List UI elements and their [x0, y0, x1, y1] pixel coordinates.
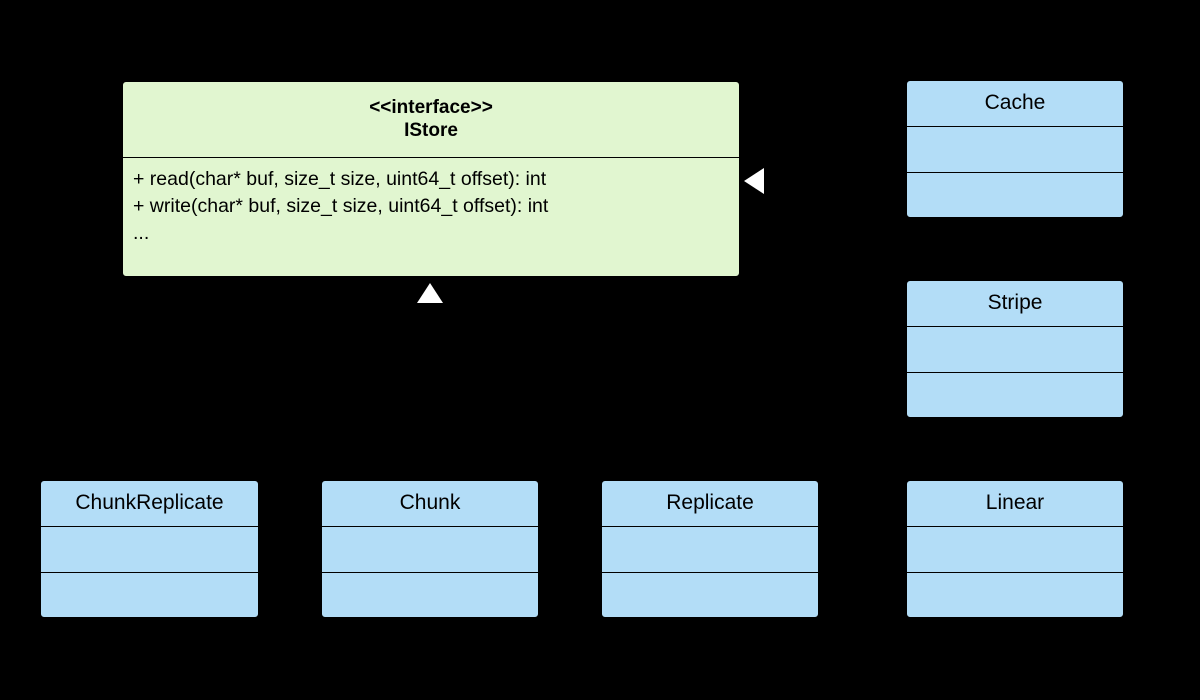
istore-operation-read: + read(char* buf, size_t size, uint64_t …	[133, 168, 547, 190]
cache-divider-2	[907, 171, 1123, 173]
chunkreplicate-divider-1	[41, 526, 258, 528]
stripe-divider-1	[907, 326, 1123, 328]
linear-divider-2	[907, 571, 1123, 573]
replicate-divider-1	[602, 526, 818, 528]
uml-class-stripe[interactable]: Stripe	[906, 280, 1124, 418]
stripe-title-compartment: Stripe	[907, 281, 1123, 326]
uml-class-replicate[interactable]: Replicate	[601, 480, 819, 618]
chunkreplicate-attributes-compartment	[41, 527, 258, 571]
realization-triangle-up-icon	[417, 283, 443, 303]
uml-class-chunk[interactable]: Chunk	[321, 480, 539, 618]
stripe-attributes-compartment	[907, 327, 1123, 371]
istore-operation-write: + write(char* buf, size_t size, uint64_t…	[133, 195, 549, 218]
cache-attributes-compartment	[907, 127, 1123, 171]
cache-name: Cache	[984, 91, 1046, 115]
chunk-attributes-compartment	[322, 527, 538, 571]
replicate-name: Replicate	[666, 491, 754, 515]
chunk-divider-1	[322, 526, 538, 528]
chunkreplicate-operations-compartment	[41, 573, 258, 617]
uml-class-linear[interactable]: Linear	[906, 480, 1124, 618]
realization-triangle-left-icon	[744, 168, 764, 194]
linear-attributes-compartment	[907, 527, 1123, 571]
istore-divider-1	[123, 157, 739, 158]
istore-operation-ellipsis: ...	[133, 222, 150, 245]
linear-name: Linear	[985, 491, 1045, 515]
uml-class-istore[interactable]: <<interface>> IStore + read(char* buf, s…	[122, 81, 740, 277]
linear-title-compartment: Linear	[907, 481, 1123, 526]
cache-divider-1	[907, 126, 1123, 128]
istore-stereotype: <<interface>>	[369, 97, 493, 119]
uml-class-chunkreplicate[interactable]: ChunkReplicate	[40, 480, 259, 618]
istore-name: IStore	[404, 119, 458, 141]
stripe-divider-2	[907, 371, 1123, 373]
istore-title-compartment: <<interface>> IStore	[123, 82, 739, 157]
chunkreplicate-title-compartment: ChunkReplicate	[41, 481, 258, 526]
replicate-title-compartment: Replicate	[602, 481, 818, 526]
istore-operations-compartment: + read(char* buf, size_t size, uint64_t …	[123, 158, 739, 253]
chunk-title-compartment: Chunk	[322, 481, 538, 526]
chunk-name: Chunk	[399, 491, 461, 515]
chunk-operations-compartment	[322, 573, 538, 617]
chunkreplicate-divider-2	[41, 571, 258, 573]
uml-class-cache[interactable]: Cache	[906, 80, 1124, 218]
replicate-divider-2	[602, 571, 818, 573]
cache-operations-compartment	[907, 173, 1123, 217]
linear-operations-compartment	[907, 573, 1123, 617]
linear-divider-1	[907, 526, 1123, 528]
replicate-operations-compartment	[602, 573, 818, 617]
chunkreplicate-name: ChunkReplicate	[75, 491, 224, 515]
chunk-divider-2	[322, 571, 538, 573]
stripe-operations-compartment	[907, 373, 1123, 417]
cache-title-compartment: Cache	[907, 81, 1123, 126]
replicate-attributes-compartment	[602, 527, 818, 571]
stripe-name: Stripe	[987, 291, 1043, 315]
